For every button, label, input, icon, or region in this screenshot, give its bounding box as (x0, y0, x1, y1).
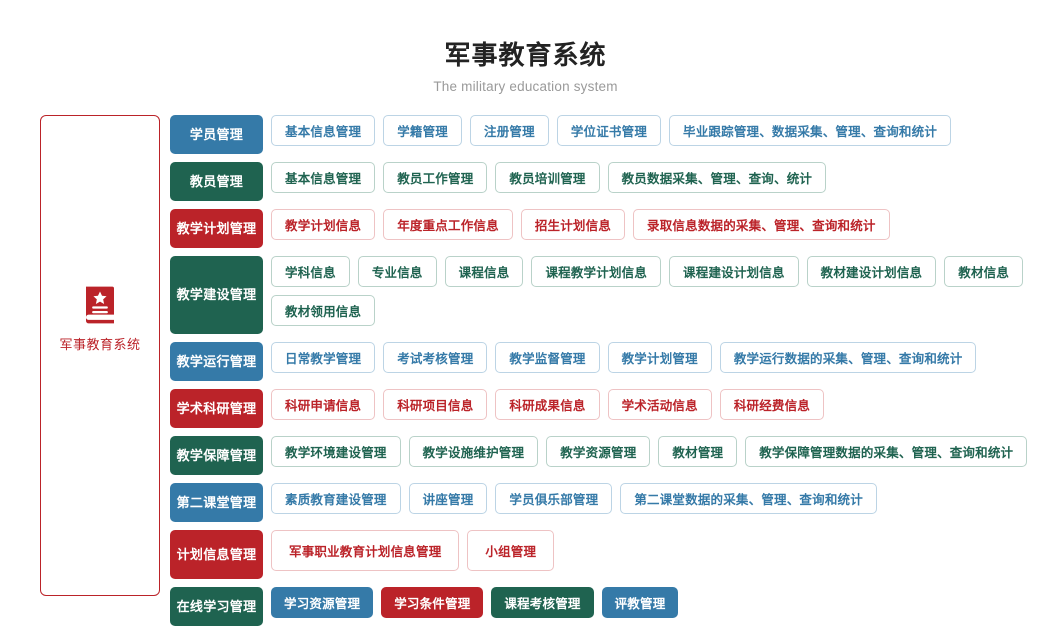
book-star-icon (86, 286, 114, 324)
sidebar-brand: 军事教育系统 (41, 284, 159, 353)
module-item-button[interactable]: 录取信息数据的采集、管理、查询和统计 (633, 209, 890, 240)
module-item-list: 基本信息管理教员工作管理教员培训管理教员数据采集、管理、查询、统计 (271, 162, 1051, 201)
module-item-button[interactable]: 教学设施维护管理 (408, 436, 539, 467)
module-item-button[interactable]: 考试考核管理 (383, 342, 488, 373)
module-item-button[interactable]: 教员工作管理 (383, 162, 488, 193)
module-item-button[interactable]: 专业信息 (357, 256, 437, 287)
category-button[interactable]: 教员管理 (170, 162, 263, 201)
module-item-button[interactable]: 教学保障管理数据的采集、管理、查询和统计 (745, 436, 1028, 467)
module-item-button[interactable]: 评教管理 (601, 587, 679, 618)
module-row: 教学建设管理学科信息专业信息课程信息课程教学计划信息课程建设计划信息教材建设计划… (170, 256, 1051, 334)
page-header: 军事教育系统 The military education system (0, 0, 1051, 94)
module-item-button[interactable]: 教材领用信息 (271, 295, 376, 326)
module-item-button[interactable]: 学习资源管理 (271, 587, 374, 618)
module-item-button[interactable]: 基本信息管理 (271, 162, 376, 193)
module-item-list: 教学计划信息年度重点工作信息招生计划信息录取信息数据的采集、管理、查询和统计 (271, 209, 1051, 248)
module-item-list: 军事职业教育计划信息管理小组管理 (271, 530, 1051, 579)
module-row: 计划信息管理军事职业教育计划信息管理小组管理 (170, 530, 1051, 579)
module-item-list: 教学环境建设管理教学设施维护管理教学资源管理教材管理教学保障管理数据的采集、管理… (271, 436, 1051, 475)
module-item-button[interactable]: 军事职业教育计划信息管理 (271, 530, 460, 571)
module-item-list: 素质教育建设管理讲座管理学员俱乐部管理第二课堂数据的采集、管理、查询和统计 (271, 483, 1051, 522)
category-button[interactable]: 教学计划管理 (170, 209, 263, 248)
category-button[interactable]: 教学运行管理 (170, 342, 263, 381)
module-item-list: 学习资源管理学习条件管理课程考核管理评教管理 (271, 587, 1051, 626)
module-item-button[interactable]: 讲座管理 (408, 483, 488, 514)
module-row: 教学计划管理教学计划信息年度重点工作信息招生计划信息录取信息数据的采集、管理、查… (170, 209, 1051, 248)
module-row: 在线学习管理学习资源管理学习条件管理课程考核管理评教管理 (170, 587, 1051, 626)
module-item-button[interactable]: 毕业跟踪管理、数据采集、管理、查询和统计 (669, 115, 952, 146)
module-item-button[interactable]: 基本信息管理 (271, 115, 376, 146)
module-item-button[interactable]: 教学环境建设管理 (271, 436, 401, 467)
module-item-button[interactable]: 教员培训管理 (495, 162, 600, 193)
module-item-button[interactable]: 第二课堂数据的采集、管理、查询和统计 (620, 483, 877, 514)
module-row: 教学保障管理教学环境建设管理教学设施维护管理教学资源管理教材管理教学保障管理数据… (170, 436, 1051, 475)
module-item-list: 日常教学管理考试考核管理教学监督管理教学计划管理教学运行数据的采集、管理、查询和… (271, 342, 1051, 381)
category-button[interactable]: 学员管理 (170, 115, 263, 154)
module-item-button[interactable]: 课程建设计划信息 (669, 256, 799, 287)
module-item-button[interactable]: 课程考核管理 (491, 587, 594, 618)
category-button[interactable]: 计划信息管理 (170, 530, 263, 579)
module-item-button[interactable]: 学籍管理 (383, 115, 463, 146)
page-title: 军事教育系统 (444, 40, 607, 70)
module-item-button[interactable]: 日常教学管理 (271, 342, 376, 373)
category-button[interactable]: 教学建设管理 (170, 256, 263, 334)
category-button[interactable]: 在线学习管理 (170, 587, 263, 626)
module-item-button[interactable]: 学位证书管理 (556, 115, 662, 146)
module-item-button[interactable]: 教材建设计划信息 (806, 256, 937, 287)
module-item-button[interactable]: 学科信息 (271, 256, 350, 287)
module-item-button[interactable]: 教员数据采集、管理、查询、统计 (607, 162, 827, 193)
module-item-button[interactable]: 小组管理 (467, 530, 555, 571)
module-item-list: 学科信息专业信息课程信息课程教学计划信息课程建设计划信息教材建设计划信息教材信息… (271, 256, 1051, 334)
module-item-button[interactable]: 教学计划管理 (607, 342, 712, 373)
module-rows: 学员管理基本信息管理学籍管理注册管理学位证书管理毕业跟踪管理、数据采集、管理、查… (170, 115, 1051, 634)
module-row: 教员管理基本信息管理教员工作管理教员培训管理教员数据采集、管理、查询、统计 (170, 162, 1051, 201)
module-row: 学术科研管理科研申请信息科研项目信息科研成果信息学术活动信息科研经费信息 (170, 389, 1051, 428)
category-button[interactable]: 教学保障管理 (170, 436, 263, 475)
module-item-button[interactable]: 科研经费信息 (719, 389, 825, 420)
module-item-button[interactable]: 学员俱乐部管理 (495, 483, 613, 514)
module-row: 学员管理基本信息管理学籍管理注册管理学位证书管理毕业跟踪管理、数据采集、管理、查… (170, 115, 1051, 154)
module-item-button[interactable]: 教材管理 (658, 436, 738, 467)
module-row: 第二课堂管理素质教育建设管理讲座管理学员俱乐部管理第二课堂数据的采集、管理、查询… (170, 483, 1051, 522)
sidebar-card[interactable]: 军事教育系统 (40, 115, 160, 596)
module-item-list: 基本信息管理学籍管理注册管理学位证书管理毕业跟踪管理、数据采集、管理、查询和统计 (271, 115, 1051, 154)
module-item-button[interactable]: 教材信息 (944, 256, 1024, 287)
module-item-button[interactable]: 注册管理 (470, 115, 549, 146)
module-item-button[interactable]: 课程教学计划信息 (531, 256, 662, 287)
module-item-list: 科研申请信息科研项目信息科研成果信息学术活动信息科研经费信息 (271, 389, 1051, 428)
module-item-button[interactable]: 年度重点工作信息 (383, 209, 513, 240)
module-item-button[interactable]: 科研申请信息 (271, 389, 376, 420)
module-item-button[interactable]: 招生计划信息 (520, 209, 626, 240)
sidebar-label: 军事教育系统 (59, 337, 141, 352)
module-item-button[interactable]: 科研项目信息 (383, 389, 488, 420)
module-item-button[interactable]: 学习条件管理 (381, 587, 484, 618)
category-button[interactable]: 学术科研管理 (170, 389, 263, 428)
page-body: 军事教育系统 学员管理基本信息管理学籍管理注册管理学位证书管理毕业跟踪管理、数据… (0, 94, 1051, 634)
page-subtitle: The military education system (433, 79, 618, 94)
module-row: 教学运行管理日常教学管理考试考核管理教学监督管理教学计划管理教学运行数据的采集、… (170, 342, 1051, 381)
category-button[interactable]: 第二课堂管理 (170, 483, 263, 522)
module-item-button[interactable]: 科研成果信息 (495, 389, 600, 420)
module-item-button[interactable]: 学术活动信息 (607, 389, 712, 420)
module-item-button[interactable]: 教学监督管理 (495, 342, 600, 373)
module-item-button[interactable]: 素质教育建设管理 (271, 483, 401, 514)
module-item-button[interactable]: 教学运行数据的采集、管理、查询和统计 (719, 342, 977, 373)
module-item-button[interactable]: 课程信息 (444, 256, 524, 287)
module-item-button[interactable]: 教学资源管理 (546, 436, 651, 467)
module-item-button[interactable]: 教学计划信息 (271, 209, 376, 240)
